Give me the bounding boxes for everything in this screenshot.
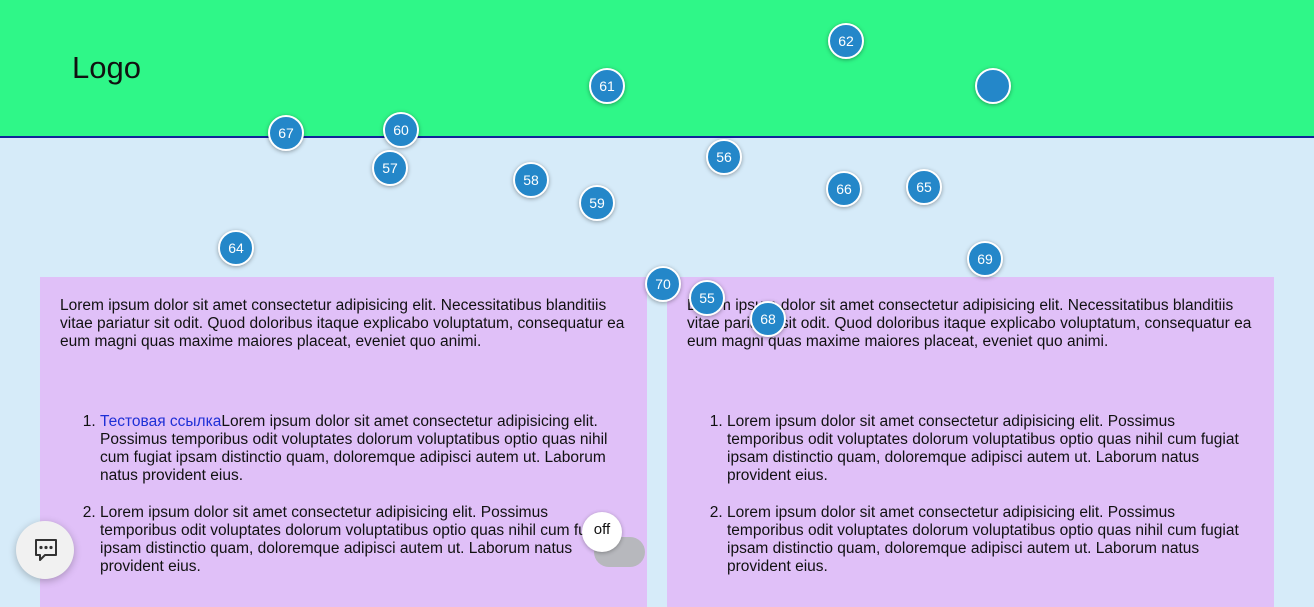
list-item-text: Lorem ipsum dolor sit amet consectetur a… [727,504,1239,575]
card-paragraph: Lorem ipsum dolor sit amet consectetur a… [687,297,1252,350]
marker-65[interactable]: 65 [906,169,942,205]
marker-56[interactable]: 56 [706,139,742,175]
list-item-text: Lorem ipsum dolor sit amet consectetur a… [100,504,612,575]
marker-62[interactable]: 62 [828,23,864,59]
marker-60[interactable]: 60 [383,112,419,148]
list-item: Lorem ipsum dolor sit amet consectetur a… [100,504,627,576]
marker-61[interactable]: 61 [589,68,625,104]
logo[interactable]: Logo [72,50,141,85]
list-item: Lorem ipsum dolor sit amet consectetur a… [727,504,1254,576]
marker-55[interactable]: 55 [689,280,725,316]
marker-67[interactable]: 67 [268,115,304,151]
content-card-left: Lorem ipsum dolor sit amet consectetur a… [40,277,647,607]
card-list: Тестовая ссылкаLorem ipsum dolor sit ame… [60,413,627,576]
marker-69[interactable]: 69 [967,241,1003,277]
marker-64[interactable]: 64 [218,230,254,266]
user-avatar[interactable] [975,68,1011,104]
content-card-right: Lorem ipsum dolor sit amet consectetur a… [667,277,1274,607]
marker-70[interactable]: 70 [645,266,681,302]
card-paragraph: Lorem ipsum dolor sit amet consectetur a… [60,297,625,350]
list-item-text: Lorem ipsum dolor sit amet consectetur a… [100,413,608,484]
header: Logo [0,0,1314,138]
marker-68[interactable]: 68 [750,301,786,337]
list-item-text: Lorem ipsum dolor sit amet consectetur a… [727,413,1239,484]
marker-66[interactable]: 66 [826,171,862,207]
marker-57[interactable]: 57 [372,150,408,186]
chat-button[interactable] [16,521,74,579]
list-item: Тестовая ссылкаLorem ipsum dolor sit ame… [100,413,627,485]
test-link[interactable]: Тестовая ссылка [100,413,222,430]
list-item: Lorem ipsum dolor sit amet consectetur a… [727,413,1254,485]
chat-icon [35,539,57,561]
toggle-knob[interactable]: off [582,512,622,552]
card-list: Lorem ipsum dolor sit amet consectetur a… [687,413,1254,576]
marker-58[interactable]: 58 [513,162,549,198]
marker-59[interactable]: 59 [579,185,615,221]
